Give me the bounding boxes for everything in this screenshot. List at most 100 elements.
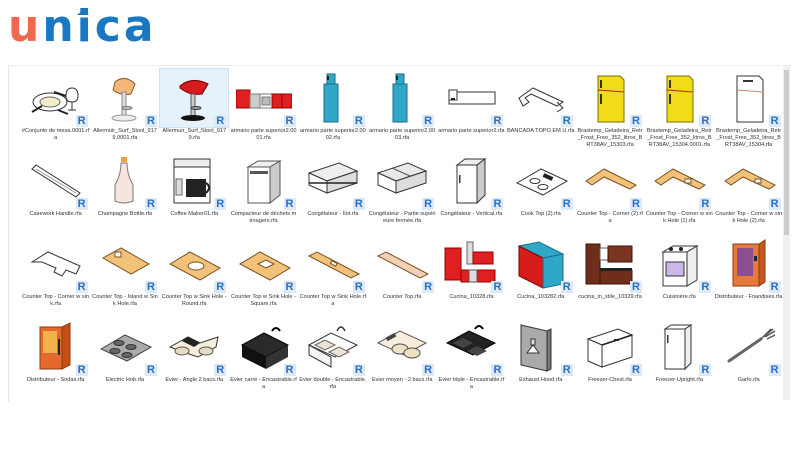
file-thumbnail[interactable]: R	[576, 69, 644, 127]
file-thumbnail[interactable]: R	[230, 152, 298, 210]
file-thumbnail[interactable]: R	[91, 152, 159, 210]
file-thumbnail[interactable]: R	[715, 69, 783, 127]
file-thumbnail[interactable]: R	[576, 235, 644, 293]
revit-family-icon: R	[699, 115, 712, 127]
file-thumbnail[interactable]: R	[22, 235, 90, 293]
file-thumbnail[interactable]: R	[91, 69, 159, 127]
file-thumbnail[interactable]: R	[645, 318, 713, 376]
file-thumbnail[interactable]: R	[160, 318, 228, 376]
file-thumbnail[interactable]: R	[160, 235, 228, 293]
file-thumbnail[interactable]: R	[22, 318, 90, 376]
file-thumbnail[interactable]: R	[507, 318, 575, 376]
file-thumbnail[interactable]: R	[437, 235, 505, 293]
file-thumbnail[interactable]: R	[507, 235, 575, 293]
file-thumbnail[interactable]: R	[715, 318, 783, 376]
file-thumbnail[interactable]: R	[645, 69, 713, 127]
file-thumbnail[interactable]: R	[230, 235, 298, 293]
file-thumbnail[interactable]: R	[576, 318, 644, 376]
file-thumbnail[interactable]: R	[507, 69, 575, 127]
file-thumbnail[interactable]: R	[159, 68, 230, 128]
file-thumbnail[interactable]: R	[230, 69, 298, 127]
file-thumbnail[interactable]: R	[645, 152, 713, 210]
file-name: Casework Handle.rfa	[29, 211, 82, 217]
vending-snack-icon	[732, 239, 766, 287]
file-thumbnail[interactable]: R	[91, 235, 159, 293]
file-thumbnail[interactable]: R	[160, 152, 228, 210]
file-item[interactable]: R#Conjunto de mesa.0001.rfa	[21, 69, 90, 152]
file-thumbnail[interactable]: R	[715, 152, 783, 210]
unica-logo: unica	[8, 2, 157, 52]
file-thumbnail[interactable]: R	[368, 152, 436, 210]
file-thumbnail[interactable]: R	[368, 69, 436, 127]
file-thumbnail[interactable]: R	[22, 152, 90, 210]
file-thumbnail[interactable]: R	[91, 318, 159, 376]
file-thumbnail[interactable]: R	[299, 69, 367, 127]
revit-family-icon: R	[352, 198, 365, 210]
file-thumbnail[interactable]: R	[715, 235, 783, 293]
file-thumbnail[interactable]: R	[299, 318, 367, 376]
scrollbar-thumb[interactable]	[784, 70, 789, 235]
vertical-scrollbar[interactable]	[783, 66, 790, 400]
file-thumbnail[interactable]: R	[576, 152, 644, 210]
file-thumbnail[interactable]: R	[645, 235, 713, 293]
file-thumbnail[interactable]: R	[299, 152, 367, 210]
file-name: Brastemp_Geladeira_Retr_Frost_Free_352_l…	[646, 128, 712, 148]
file-thumbnail[interactable]: R	[437, 152, 505, 210]
file-thumbnail[interactable]: R	[299, 235, 367, 293]
file-thumbnail[interactable]: R	[368, 318, 436, 376]
file-thumbnail[interactable]: R	[437, 69, 505, 127]
counter-square-hole-icon	[238, 251, 291, 281]
file-thumbnail[interactable]: R	[507, 152, 575, 210]
file-thumbnail[interactable]: R	[22, 69, 90, 127]
file-thumbnail[interactable]: R	[368, 235, 436, 293]
revit-family-icon: R	[352, 364, 365, 376]
file-thumbnail[interactable]: R	[437, 318, 505, 376]
file-thumbnail[interactable]: R	[230, 318, 298, 376]
counter-round-hole-icon	[169, 251, 222, 281]
revit-family-icon: R	[491, 115, 504, 127]
